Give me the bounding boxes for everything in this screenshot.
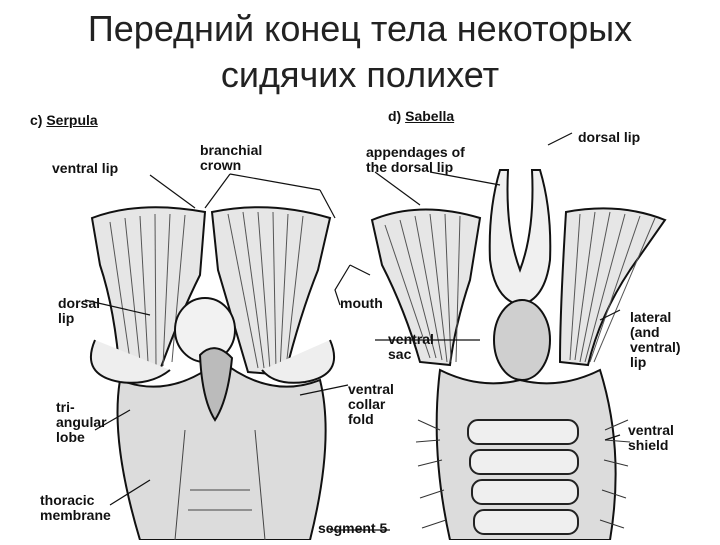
panel-c-header: c) Serpula (30, 112, 98, 128)
label-lateral-ventral-lip: lateral (and ventral) lip (630, 310, 681, 370)
label-ventral-collar-fold: ventral collar fold (348, 382, 394, 427)
polychaete-anatomy-figure: c) Serpula d) Sabella ventral lip branch… (0, 100, 720, 540)
sabella-dorsal-appendages (490, 170, 551, 305)
label-ventral-shield: ventral shield (628, 423, 674, 453)
label-ventral-sac: ventral sac (388, 332, 434, 362)
label-triangular-lobe: tri- angular lobe (56, 400, 107, 445)
serpula-drawing (91, 207, 334, 540)
panel-c-name: Serpula (46, 112, 97, 128)
panel-d-name: Sabella (405, 108, 454, 124)
label-dorsal-lip-sabella: dorsal lip (578, 130, 640, 145)
panel-d-header: d) Sabella (388, 108, 454, 124)
label-branchial-crown: branchial crown (200, 143, 262, 173)
label-appendages-of-dorsal-lip: appendages of the dorsal lip (366, 145, 465, 175)
slide-title-line-2: сидячих полихет (0, 52, 720, 98)
label-mouth: mouth (340, 296, 383, 311)
label-segment-5: segment 5 (318, 521, 387, 536)
slide-title-line-1: Передний конец тела некоторых (0, 6, 720, 52)
panel-d-letter: d) (388, 108, 401, 124)
slide-title: Передний конец тела некоторых сидячих по… (0, 6, 720, 98)
sabella-ventral-sac (494, 300, 550, 380)
label-thoracic-membrane: thoracic membrane (40, 493, 111, 523)
label-ventral-lip: ventral lip (52, 161, 118, 176)
panel-c-letter: c) (30, 112, 42, 128)
label-dorsal-lip-serpula: dorsal lip (58, 296, 100, 326)
